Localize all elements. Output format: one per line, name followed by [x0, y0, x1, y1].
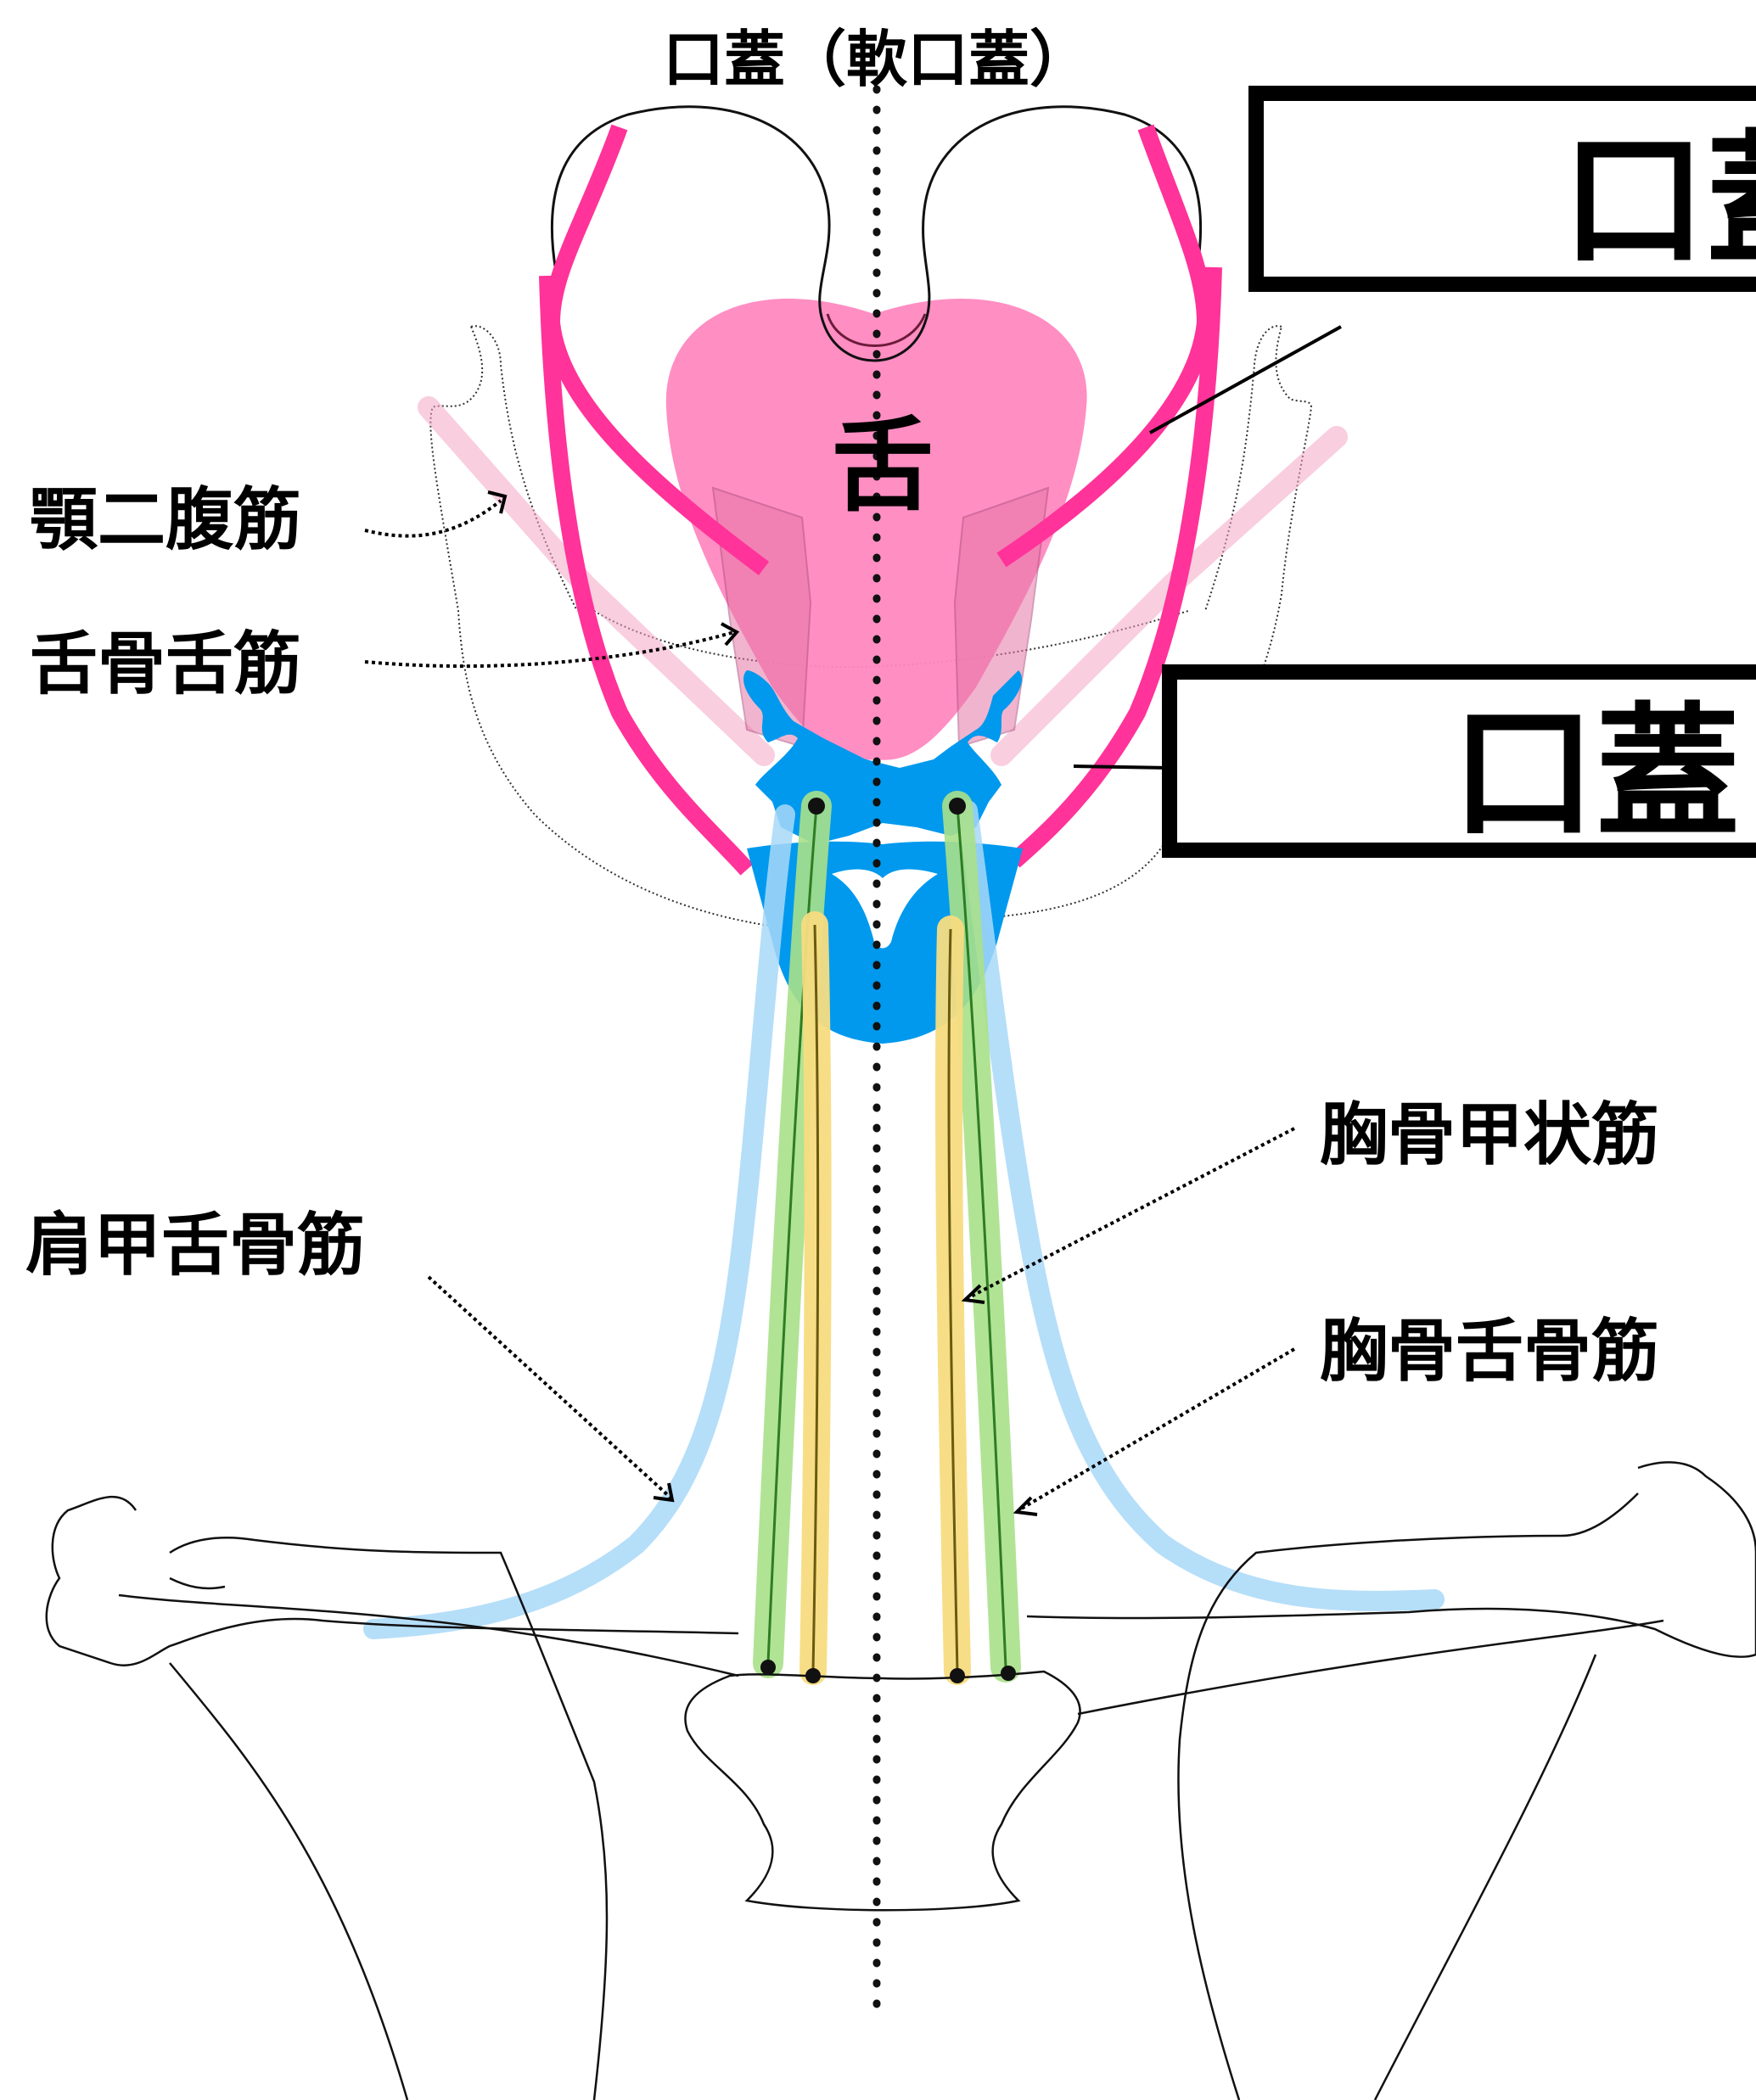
label-omohyoid: 肩甲舌骨筋 [25, 1206, 365, 1285]
label-hyoglossus: 舌骨舌筋 [30, 624, 301, 703]
label-sternohyoid: 胸骨舌骨筋 [1320, 1312, 1659, 1391]
callout-upper: 口蓋 [1150, 93, 1756, 433]
diagram-title: 口蓋（軟口蓋） [663, 24, 1091, 95]
right-clavicle [1027, 1462, 1756, 1656]
tongue-label: 舌 [832, 407, 934, 525]
arrow-digastric [365, 501, 501, 536]
left-clavicle [47, 1497, 738, 1666]
callout-lower: 口蓋 [1074, 672, 1756, 858]
arrow-omohyoid [429, 1277, 670, 1498]
callout-lower-text: 口蓋 [1451, 690, 1740, 858]
shoulder-girdle [47, 1462, 1756, 2100]
callout-upper-text: 口蓋 [1562, 117, 1756, 285]
left-acromion [170, 1578, 225, 1588]
sternum-body [747, 1901, 1018, 2100]
left-clavicle-inner [119, 1595, 738, 1676]
label-digastric: 顎二腹筋 [30, 480, 301, 559]
label-sternothyroid: 胸骨甲状筋 [1320, 1095, 1659, 1174]
manubrium [685, 1672, 1080, 1910]
